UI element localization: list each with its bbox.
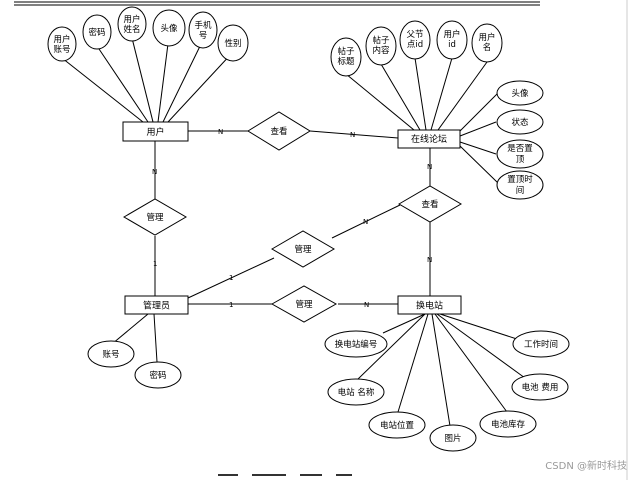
- relationship-admin-forum: 管理: [271, 230, 335, 268]
- attr-forum-user-id-l1: 用户: [443, 29, 460, 40]
- relationship-forum-station-label: 查看: [421, 199, 438, 210]
- attr-forum-user-id-l2: id: [448, 40, 456, 50]
- relationship-admin-station-label: 管理: [295, 299, 313, 310]
- attr-forum-post-title-l1: 帖子: [337, 46, 355, 57]
- attr-user-account-l1: 用户: [53, 34, 70, 45]
- attr-user-password: 密码: [82, 14, 112, 50]
- attr-user-name-l2: 姓名: [123, 24, 140, 35]
- attr-station-location-l1: 电站位置: [380, 420, 415, 431]
- card-admin-forum-admin: 1: [229, 274, 233, 282]
- card-user-forum-forum: N: [350, 131, 355, 139]
- attr-user-gender: 性别: [217, 24, 249, 62]
- relationship-admin-station: 管理: [270, 285, 338, 323]
- entity-forum-label: 在线论坛: [411, 133, 447, 145]
- entity-admin-label: 管理员: [143, 300, 170, 312]
- attr-user-phone-l1: 手机: [194, 20, 212, 31]
- card-forum-station-station: N: [427, 256, 432, 264]
- attr-station-id-l1: 换电站编号: [335, 339, 378, 350]
- relationship-user-forum: 查看: [247, 111, 311, 151]
- attr-user-avatar: 头像: [152, 9, 186, 47]
- attr-forum-pin-time-l1: 置顶时: [507, 174, 533, 185]
- attr-forum-avatar-l1: 头像: [511, 88, 529, 99]
- attr-user-name: 用户 姓名: [117, 6, 147, 42]
- relationship-user-admin: 管理: [123, 198, 187, 236]
- card-user-forum-user: N: [218, 128, 223, 136]
- relationship-user-admin-label: 管理: [146, 212, 164, 223]
- attr-station-work-hours: 工作时间: [512, 330, 570, 358]
- attr-user-password-l1: 密码: [88, 27, 105, 38]
- attr-admin-password: 密码: [134, 361, 182, 389]
- caption-remnant: [218, 474, 398, 478]
- card-admin-station-station: N: [364, 301, 369, 309]
- attr-forum-parent-id: 父节 点id: [399, 20, 431, 60]
- er-diagram: 用户 在线论坛 管理员 换电站 查看 管理 管理 管理 查看 用户 账号 密: [14, 0, 628, 480]
- attr-forum-post-content-l1: 帖子: [372, 35, 390, 46]
- attr-forum-pin-time: 置顶时 间: [496, 170, 544, 200]
- attr-station-battery-cost-l1: 电池 费用: [522, 382, 559, 393]
- attr-forum-status: 状态: [496, 109, 544, 135]
- attr-user-name-l1: 用户: [123, 14, 140, 25]
- relationship-forum-station: 查看: [398, 185, 462, 223]
- attr-forum-status-l1: 状态: [511, 117, 529, 128]
- attr-admin-account-l1: 账号: [102, 350, 119, 360]
- attr-forum-post-title: 帖子 标题: [330, 37, 362, 77]
- attr-admin-password-l1: 密码: [149, 370, 166, 381]
- attr-user-phone: 手机 号: [188, 11, 218, 49]
- attr-forum-post-content-l2: 内容: [372, 45, 390, 56]
- attr-forum-avatar: 头像: [496, 80, 544, 106]
- attr-station-battery-cost: 电池 费用: [511, 373, 569, 401]
- attr-station-id: 换电站编号: [324, 330, 388, 358]
- watermark: CSDN @新时科技: [545, 461, 627, 472]
- entity-station: 换电站: [397, 295, 462, 315]
- card-user-admin-admin: 1: [153, 260, 157, 268]
- relationship-admin-forum-label: 管理: [294, 244, 312, 255]
- attr-station-image: 图片: [429, 424, 477, 452]
- card-admin-forum-forum: N: [363, 218, 368, 226]
- connector-lines: [61, 35, 526, 427]
- attr-forum-pinned-l2: 顶: [516, 155, 525, 165]
- attr-user-phone-l2: 号: [199, 31, 208, 41]
- attr-forum-post-content: 帖子 内容: [365, 26, 397, 66]
- attr-station-image-l1: 图片: [444, 433, 461, 444]
- attr-forum-user-name-l2: 名: [483, 42, 492, 53]
- attr-forum-pinned: 是否置 顶: [496, 139, 544, 169]
- attr-station-battery-stock: 电池库存: [479, 410, 537, 438]
- attr-station-battery-stock-l1: 电池库存: [491, 419, 526, 430]
- attr-forum-user-name: 用户 名: [471, 23, 503, 63]
- attr-forum-post-title-l2: 标题: [337, 56, 355, 67]
- attr-station-name: 电站 名称: [327, 378, 385, 406]
- attr-user-account: 用户 账号: [47, 26, 77, 62]
- card-admin-station-admin: 1: [229, 301, 233, 309]
- attr-forum-user-name-l1: 用户: [478, 32, 495, 43]
- entity-user: 用户: [122, 121, 189, 142]
- relationship-user-forum-label: 查看: [270, 126, 287, 137]
- entity-admin: 管理员: [124, 295, 189, 315]
- card-user-admin-user: N: [152, 168, 157, 176]
- attr-station-work-hours-l1: 工作时间: [524, 339, 558, 350]
- attr-station-name-l1: 电站 名称: [338, 387, 375, 398]
- attr-station-location: 电站位置: [368, 411, 426, 439]
- entity-user-label: 用户: [146, 126, 164, 138]
- attr-user-account-l2: 账号: [53, 45, 70, 55]
- attr-forum-pinned-l1: 是否置: [507, 144, 533, 154]
- attr-user-gender-l1: 性别: [224, 38, 241, 49]
- attr-forum-parent-id-l2: 点id: [407, 40, 423, 50]
- entity-forum: 在线论坛: [397, 129, 461, 149]
- attr-forum-parent-id-l1: 父节: [406, 30, 424, 40]
- card-forum-station-forum: N: [427, 163, 432, 171]
- attr-user-avatar-l1: 头像: [160, 23, 178, 34]
- attr-forum-pin-time-l2: 间: [516, 186, 525, 196]
- attr-admin-account: 账号: [87, 340, 135, 368]
- entity-station-label: 换电站: [416, 300, 443, 312]
- attr-forum-user-id: 用户 id: [436, 20, 468, 60]
